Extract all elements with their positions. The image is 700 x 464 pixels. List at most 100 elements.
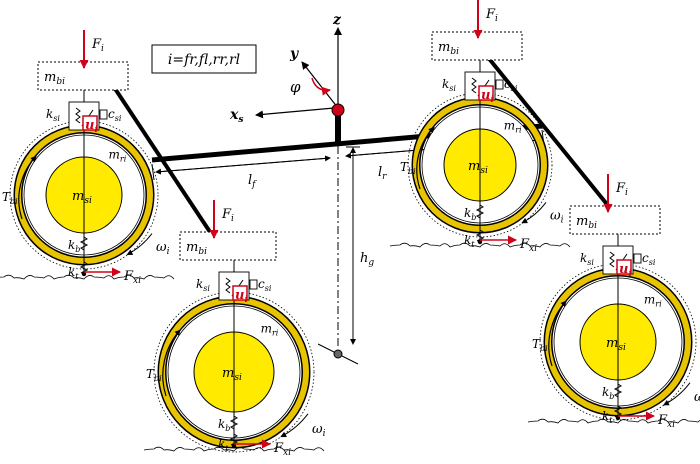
legend-text: i=fr,fl,rr,rl: [168, 52, 240, 68]
torque-arrow-rr: [416, 126, 435, 190]
ground-rl: [527, 418, 700, 424]
suspension-spring-fl: [75, 107, 81, 124]
actuator-box-fl: [82, 115, 98, 131]
hub-mass-label-fl: msi: [72, 189, 92, 206]
tire-stiffness-label-rr: kt: [464, 233, 475, 249]
damping-label-rr: csi: [504, 77, 518, 93]
cog-post: [335, 112, 341, 146]
lr-label: lr: [378, 165, 387, 182]
tire-stiffness-label-fr: kt: [218, 437, 229, 453]
actuator-label-fl: ui: [85, 118, 98, 135]
sprung-mass-label-rl: mbi: [576, 214, 597, 231]
damping-label-fr: csi: [258, 277, 272, 293]
actuator-label-rr: ui: [481, 88, 494, 105]
torque-arrow-fr: [162, 329, 181, 397]
tire-outline-fr: [153, 291, 315, 453]
tire-spring-rl: [613, 405, 623, 418]
hub-stiffness-label-fr: kb: [218, 417, 230, 433]
force-label-rl: Fi: [615, 181, 628, 198]
sprung-mass-box-fr: [179, 231, 277, 261]
torque-arrow-fl: [18, 155, 37, 220]
brake-torque-label-fl: Tbi: [2, 190, 18, 206]
actuator-box-rl: [616, 259, 632, 275]
lf-label: lf: [248, 173, 257, 190]
sprung-mass-label-fr: mbi: [186, 240, 207, 257]
hub-stiffness-label-fl: kb: [68, 238, 80, 254]
actuator-box-rr: [478, 85, 494, 101]
hg-label: hg: [360, 251, 374, 268]
hub-spring-rr: [475, 204, 485, 219]
hub-spring-fr: [229, 415, 239, 430]
damper-rr: [495, 79, 504, 90]
phi-label: φ: [290, 78, 301, 96]
suspension-stiffness-label-rl: ksi: [580, 251, 594, 267]
angular-velocity-arrow-rl: [662, 382, 691, 406]
tire-stiffness-label-rl: kt: [602, 409, 613, 425]
y-axis: [301, 61, 339, 109]
y-axis-label: y: [289, 46, 299, 62]
legend-box: [151, 44, 257, 74]
angular-velocity-label-fl: ωi: [156, 240, 170, 257]
suspension-stiffness-label-fl: ksi: [46, 107, 60, 123]
ground-rr: [389, 242, 571, 248]
contact-point-rl: [615, 415, 621, 421]
rim-mass-label-rr: mri: [504, 119, 522, 135]
force-label-fr: Fi: [221, 207, 234, 224]
sprung-mass-box-rl: [569, 205, 661, 235]
damping-label-fl: csi: [108, 107, 122, 123]
front-arm-left: [96, 61, 216, 240]
tire-spring-rr: [475, 229, 485, 242]
sprung-mass-label-fl: mbi: [44, 70, 65, 87]
tire-force-label-fl: Fxi: [123, 269, 141, 286]
angular-velocity-label-fr: ωi: [312, 422, 326, 439]
rear-arm-right: [476, 43, 612, 210]
damper-rl: [633, 253, 642, 264]
suspension-stiffness-label-rr: ksi: [442, 77, 456, 93]
hub-stiffness-label-rl: kb: [602, 385, 614, 401]
suspension-stiffness-label-fr: ksi: [196, 277, 210, 293]
xs-axis-label: xs: [229, 107, 243, 125]
hub-mass-label-rr: msi: [468, 159, 488, 176]
lf-dimension-back: [155, 157, 331, 175]
hub-spring-fl: [79, 236, 89, 251]
hub-mass-label-fr: msi: [222, 366, 242, 383]
sprung-mass-label-rr: mbi: [438, 40, 459, 57]
tire-force-label-rr: Fxi: [519, 237, 537, 254]
torque-arrow-rl: [548, 300, 567, 367]
force-label-rr: Fi: [485, 7, 498, 24]
contact-point-rr: [477, 239, 483, 245]
actuator-box-fr: [232, 285, 248, 301]
contact-point-fr: [231, 443, 237, 449]
suspension-spring-rr: [471, 77, 477, 94]
ground-pivot: [333, 349, 343, 359]
tire-stiffness-label-fl: kt: [68, 265, 79, 281]
tire-outline-rl: [539, 263, 697, 421]
angular-velocity-label-rr: ωi: [550, 208, 564, 225]
ground-fr: [143, 446, 325, 452]
brake-torque-label-rr: Tbi: [400, 160, 416, 176]
brake-torque-label-rl: Tbi: [532, 337, 548, 353]
angular-velocity-arrow-fl: [126, 233, 153, 255]
damping-label-rl: csi: [642, 251, 656, 267]
roll-arrow: [311, 77, 331, 96]
actuator-label-fr: ui: [235, 288, 248, 305]
rim-mass-label-rl: mri: [644, 293, 662, 309]
z-axis-label: z: [332, 12, 342, 28]
angular-velocity-arrow-rr: [521, 202, 547, 224]
suspension-spring-fr: [225, 277, 231, 294]
contact-point-fl: [81, 271, 87, 277]
cog-dot: [331, 103, 345, 117]
angular-velocity-arrow-fr: [280, 413, 309, 438]
damper-fl: [99, 109, 108, 120]
brake-torque-label-fr: Tbi: [146, 367, 162, 383]
xs-axis: [255, 107, 335, 119]
angular-velocity-label-rl: ωi: [694, 390, 700, 407]
hub-spring-rl: [613, 383, 623, 398]
tire-force-label-rl: Fxi: [657, 413, 675, 430]
ground-fl: [0, 274, 175, 280]
hub-mass-label-rl: msi: [606, 336, 626, 353]
tire-spring-fl: [79, 261, 89, 274]
